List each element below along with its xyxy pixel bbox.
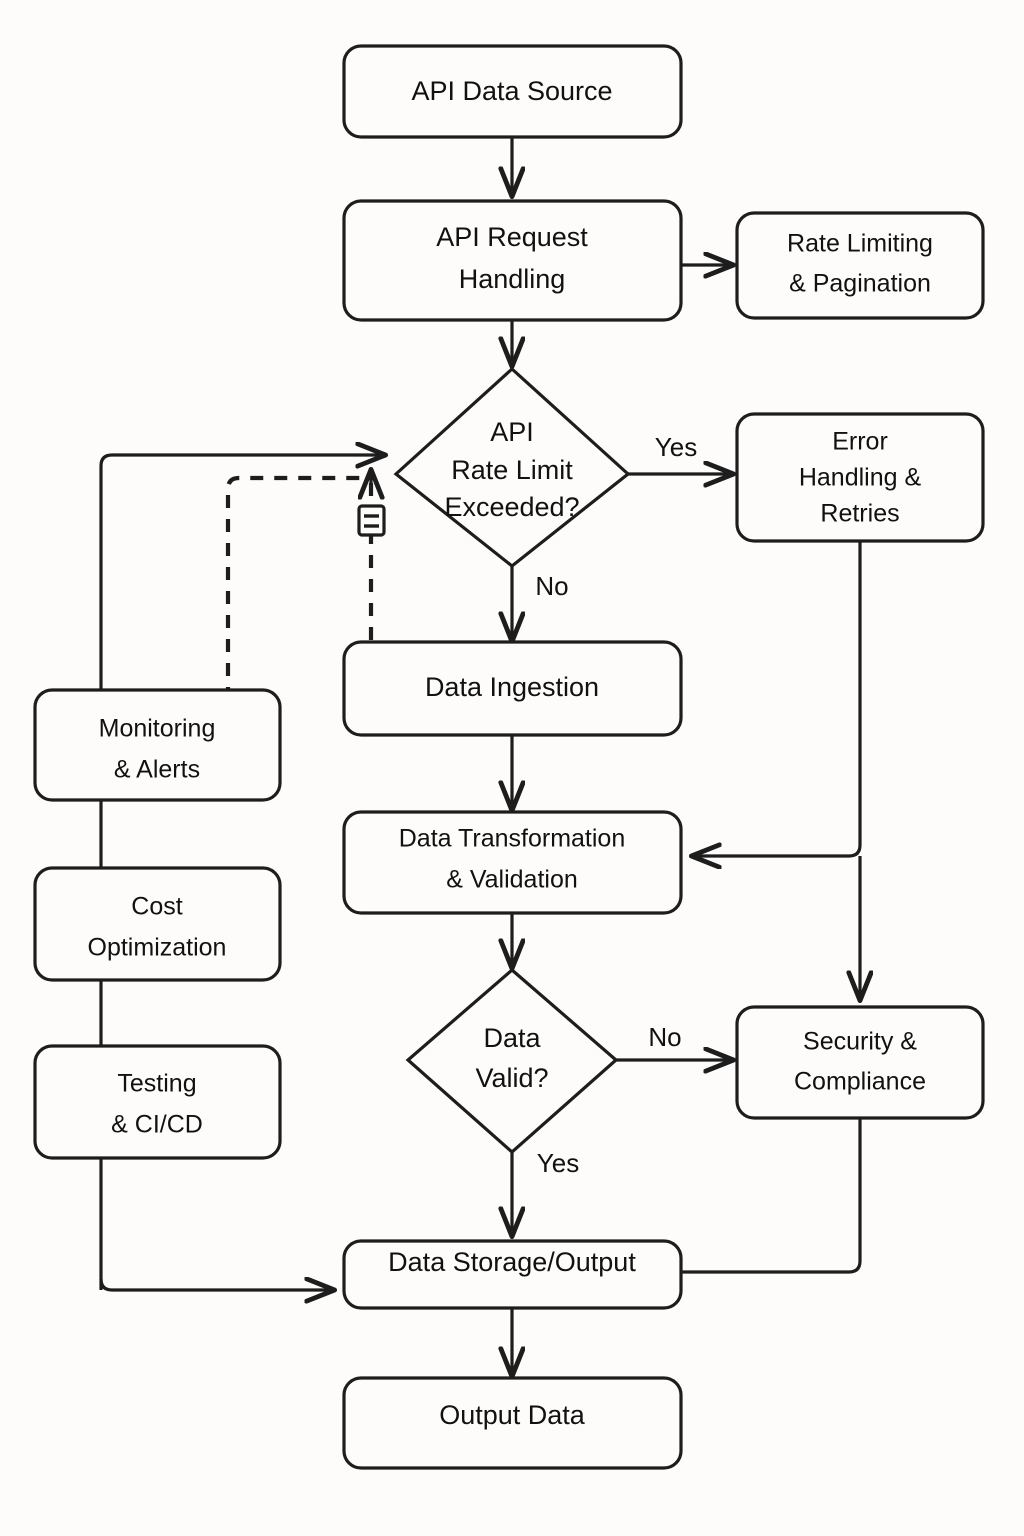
- edge-security-to-storage: [681, 1118, 862, 1274]
- node-api-request-handling[interactable]: API Request Handling: [342, 199, 683, 322]
- node-security-compliance-label-line1: Security &: [803, 1028, 917, 1056]
- node-output-data[interactable]: Output Data: [342, 1376, 683, 1470]
- node-monitoring-alerts-label-line2: & Alerts: [114, 756, 200, 784]
- node-data-valid-decision[interactable]: Data Valid?: [405, 967, 619, 1155]
- node-data-storage-output-shape: [342, 1239, 683, 1310]
- node-output-data-shape: [342, 1376, 683, 1470]
- node-error-handling-retries-label-line2: Handling &: [799, 464, 922, 492]
- node-rate-limiting-pagination-shape: [735, 211, 985, 320]
- note-icon: [357, 504, 386, 537]
- edge-label-rate-limit-yes: Yes: [655, 432, 697, 462]
- node-api-request-handling-label-line1: API Request: [436, 222, 588, 252]
- node-cost-optimization-label-line1: Cost: [131, 893, 182, 921]
- node-output-data-label: Output Data: [439, 1400, 586, 1430]
- node-api-rate-limit-decision[interactable]: API Rate Limit Exceeded?: [393, 366, 631, 569]
- node-cost-optimization-label-line2: Optimization: [88, 934, 227, 962]
- node-rate-limiting-pagination-label-line2: & Pagination: [789, 270, 931, 298]
- node-security-compliance-label-line2: Compliance: [794, 1068, 926, 1096]
- edge-label-data-valid-yes: Yes: [537, 1148, 579, 1178]
- node-error-handling-retries-shape: [735, 412, 985, 543]
- node-monitoring-alerts-label-line1: Monitoring: [99, 715, 216, 743]
- node-api-request-handling-shape: [342, 199, 683, 322]
- node-api-rate-limit-decision-label-line1: API: [490, 417, 534, 447]
- node-api-rate-limit-decision-shape: [393, 366, 631, 569]
- node-data-valid-decision-shape: [405, 967, 619, 1155]
- edge-left-spine-to-ratelimitdecision: [99, 455, 385, 790]
- node-data-storage-output[interactable]: Data Storage/Output: [342, 1239, 683, 1310]
- node-data-ingestion[interactable]: Data Ingestion: [342, 640, 683, 737]
- node-testing-cicd[interactable]: Testing & CI/CD: [33, 1044, 282, 1160]
- node-security-compliance[interactable]: Security & Compliance: [735, 1005, 985, 1120]
- node-api-data-source[interactable]: API Data Source: [342, 44, 683, 139]
- node-api-rate-limit-decision-label-line2: Rate Limit: [451, 455, 573, 485]
- node-data-ingestion-label: Data Ingestion: [425, 672, 599, 702]
- node-data-valid-decision-label-line1: Data: [483, 1023, 541, 1053]
- node-api-data-source-shape: [342, 44, 683, 139]
- node-error-handling-retries[interactable]: Error Handling & Retries: [735, 412, 985, 543]
- node-error-handling-retries-label-line1: Error: [832, 428, 888, 456]
- node-data-transformation-validation-label-line2: & Validation: [446, 866, 578, 894]
- node-data-transformation-validation-shape: [342, 810, 683, 915]
- node-rate-limiting-pagination-label-line1: Rate Limiting: [787, 230, 933, 258]
- node-monitoring-alerts-shape: [33, 688, 282, 802]
- node-data-transformation-validation-label-line1: Data Transformation: [399, 825, 626, 853]
- edge-label-rate-limit-no: No: [535, 571, 568, 601]
- node-rate-limiting-pagination[interactable]: Rate Limiting & Pagination: [735, 211, 985, 320]
- node-testing-cicd-label-line1: Testing: [117, 1070, 196, 1098]
- node-api-request-handling-label-line2: Handling: [459, 264, 566, 294]
- note-icon-body: [357, 504, 386, 537]
- node-data-transformation-validation[interactable]: Data Transformation & Validation: [342, 810, 683, 915]
- node-data-valid-decision-label-line2: Valid?: [475, 1063, 548, 1093]
- node-error-handling-retries-label-line3: Retries: [820, 500, 899, 528]
- node-data-storage-output-label: Data Storage/Output: [388, 1247, 636, 1277]
- node-api-data-source-label: API Data Source: [411, 76, 612, 106]
- node-testing-cicd-label-line2: & CI/CD: [111, 1111, 203, 1139]
- edge-testing-to-storage: [99, 1279, 334, 1290]
- node-security-compliance-shape: [735, 1005, 985, 1120]
- node-monitoring-alerts[interactable]: Monitoring & Alerts: [33, 688, 282, 802]
- edge-dashed-monitoring-feedback: [225, 475, 371, 700]
- node-data-ingestion-shape: [342, 640, 683, 737]
- node-cost-optimization-shape: [33, 866, 282, 982]
- node-testing-cicd-shape: [33, 1044, 282, 1160]
- edge-label-data-valid-no: No: [648, 1022, 681, 1052]
- node-cost-optimization[interactable]: Cost Optimization: [33, 866, 282, 982]
- node-api-rate-limit-decision-label-line3: Exceeded?: [444, 492, 579, 522]
- edge-errorhandling-to-transformation: [692, 541, 862, 856]
